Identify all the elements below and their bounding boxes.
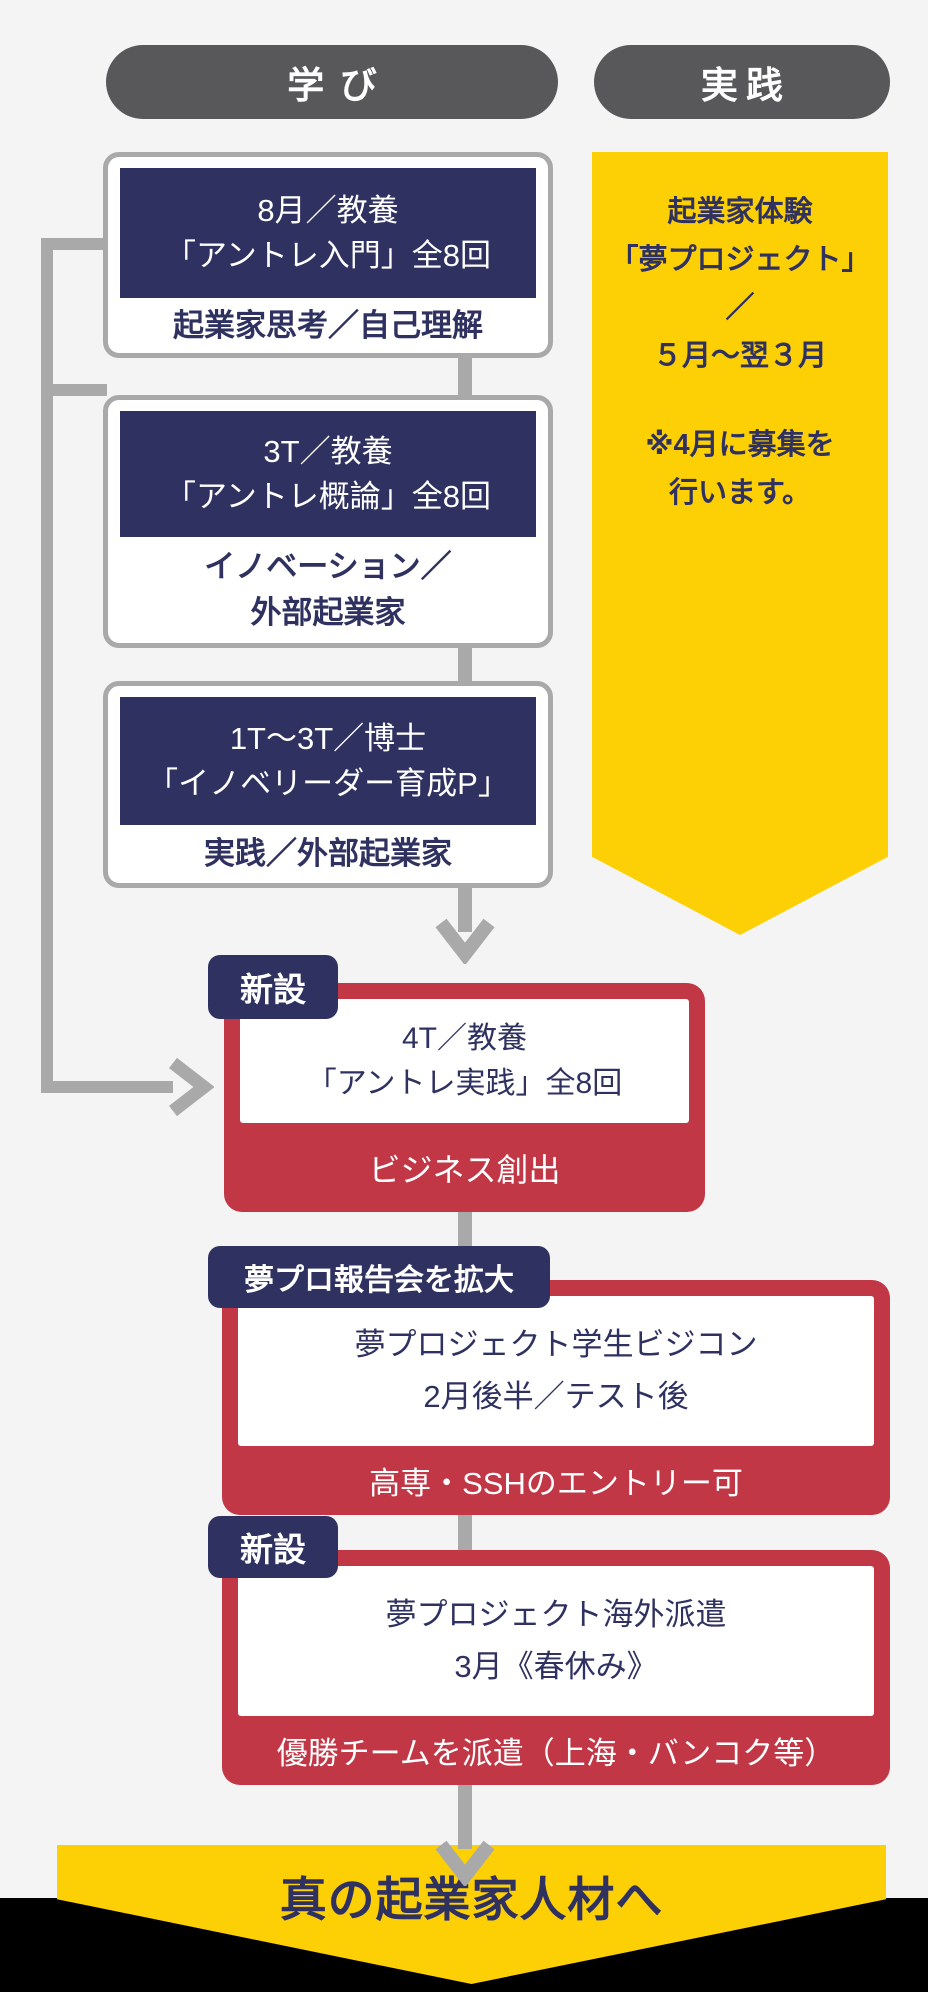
connector-box3-flow1 (458, 884, 472, 932)
course-box-overview: 3T／教養 「アントレ概論」全8回 イノベーション／ 外部起業家 (103, 395, 553, 648)
connector-stub-box2 (53, 384, 107, 396)
flow-body-line: 「アントレ実践」全8回 (306, 1067, 623, 1100)
flow-body-line: 夢プロジェクト海外派遣 (385, 1597, 727, 1632)
flow-box-bizcon-body: 夢プロジェクト学生ビジコン 2月後半／テスト後 (238, 1296, 874, 1446)
new-badge: 新設 (208, 1516, 338, 1578)
connector-bottom-line (41, 1081, 173, 1093)
practice-column-pill: 実践 (594, 45, 890, 119)
course-title-line: 「イノベリーダー育成P」 (147, 766, 509, 801)
practice-pill-label: 実践 (700, 65, 792, 106)
practice-banner-line: ／ (725, 292, 755, 324)
course-box-overview-footer: イノベーション／ 外部起業家 (108, 537, 548, 643)
arrow-down-icon (435, 1840, 495, 1886)
arrow-down-icon (435, 918, 495, 964)
practice-banner-spacer (592, 380, 888, 421)
flow-body-line: 4T／教養 (401, 1022, 527, 1055)
flow-body-line: 夢プロジェクト学生ビジコン (354, 1327, 758, 1362)
course-title-line: 「アントレ入門」全8回 (165, 238, 491, 273)
connector-stub-box1 (41, 238, 107, 250)
course-footer-line: イノベーション／ (204, 549, 452, 584)
course-box-overview-header: 3T／教養 「アントレ概論」全8回 (120, 411, 536, 537)
practice-banner-line: 「夢プロジェクト」 (609, 244, 871, 276)
dream-project-report-badge: 夢プロ報告会を拡大 (208, 1246, 550, 1308)
connector-left-trunk (41, 238, 53, 1093)
flow-body-line: 3月《春休み》 (454, 1649, 658, 1684)
practice-banner-line: 起業家体験 (667, 196, 813, 228)
connector-box2-box3 (458, 646, 472, 683)
course-footer-line: 実践／外部起業家 (204, 836, 452, 871)
course-title-line: 3T／教養 (263, 434, 393, 469)
flow-box-overseas: 夢プロジェクト海外派遣 3月《春休み》 優勝チームを派遣（上海・バンコク等） (222, 1550, 890, 1785)
connector-stub-joint (41, 384, 53, 396)
course-box-innovation-leader-header: 1T～3T／博士 「イノベリーダー育成P」 (120, 697, 536, 825)
course-box-intro-footer: 起業家思考／自己理解 (108, 298, 548, 353)
flow-box-bizcon: 夢プロジェクト学生ビジコン 2月後半／テスト後 高専・SSHのエントリー可 (222, 1280, 890, 1515)
new-badge: 新設 (208, 955, 338, 1019)
practice-banner-note: ※4月に募集を (645, 429, 835, 461)
learn-pill-label: 学び (287, 65, 393, 106)
course-footer-line: 起業家思考／自己理解 (173, 307, 483, 343)
dream-project-report-badge-label: 夢プロ報告会を拡大 (244, 1264, 514, 1297)
new-badge-label: 新設 (240, 971, 306, 1008)
new-badge-label: 新設 (240, 1531, 306, 1568)
course-box-innovation-leader: 1T～3T／博士 「イノベリーダー育成P」 実践／外部起業家 (103, 681, 553, 888)
flow-box-entre-practice-body: 4T／教養 「アントレ実践」全8回 (240, 999, 689, 1123)
connector-box1-box2 (458, 356, 472, 397)
practice-banner-note: 行います。 (668, 477, 812, 509)
flow-box-entre-practice: 4T／教養 「アントレ実践」全8回 ビジネス創出 (224, 983, 705, 1212)
course-title-line: 「アントレ概論」全8回 (165, 479, 491, 514)
flow-box-overseas-body: 夢プロジェクト海外派遣 3月《春休み》 (238, 1566, 874, 1716)
flow-box-entre-practice-footer: ビジネス創出 (368, 1151, 561, 1188)
final-goal-label: 真の起業家人材へ (279, 1873, 664, 1926)
course-title-line: 8月／教養 (257, 193, 399, 228)
course-box-intro-header: 8月／教養 「アントレ入門」全8回 (120, 168, 536, 298)
flow-box-overseas-footer: 優勝チームを派遣（上海・バンコク等） (276, 1736, 836, 1771)
practice-banner: 起業家体験 「夢プロジェクト」 ／ ５月～翌３月 ※4月に募集を 行います。 (592, 152, 888, 935)
connector-flow3-final (458, 1785, 472, 1849)
practice-banner-line: ５月～翌３月 (652, 340, 827, 372)
flow-box-bizcon-footer: 高専・SSHのエントリー可 (369, 1466, 743, 1501)
arrow-right-icon (169, 1057, 214, 1117)
course-box-innovation-leader-footer: 実践／外部起業家 (108, 825, 548, 883)
learn-column-pill: 学び (106, 45, 558, 119)
flow-body-line: 2月後半／テスト後 (423, 1379, 689, 1414)
course-title-line: 1T～3T／博士 (229, 721, 427, 756)
course-footer-line: 外部起業家 (250, 595, 406, 630)
course-box-intro: 8月／教養 「アントレ入門」全8回 起業家思考／自己理解 (103, 152, 553, 358)
